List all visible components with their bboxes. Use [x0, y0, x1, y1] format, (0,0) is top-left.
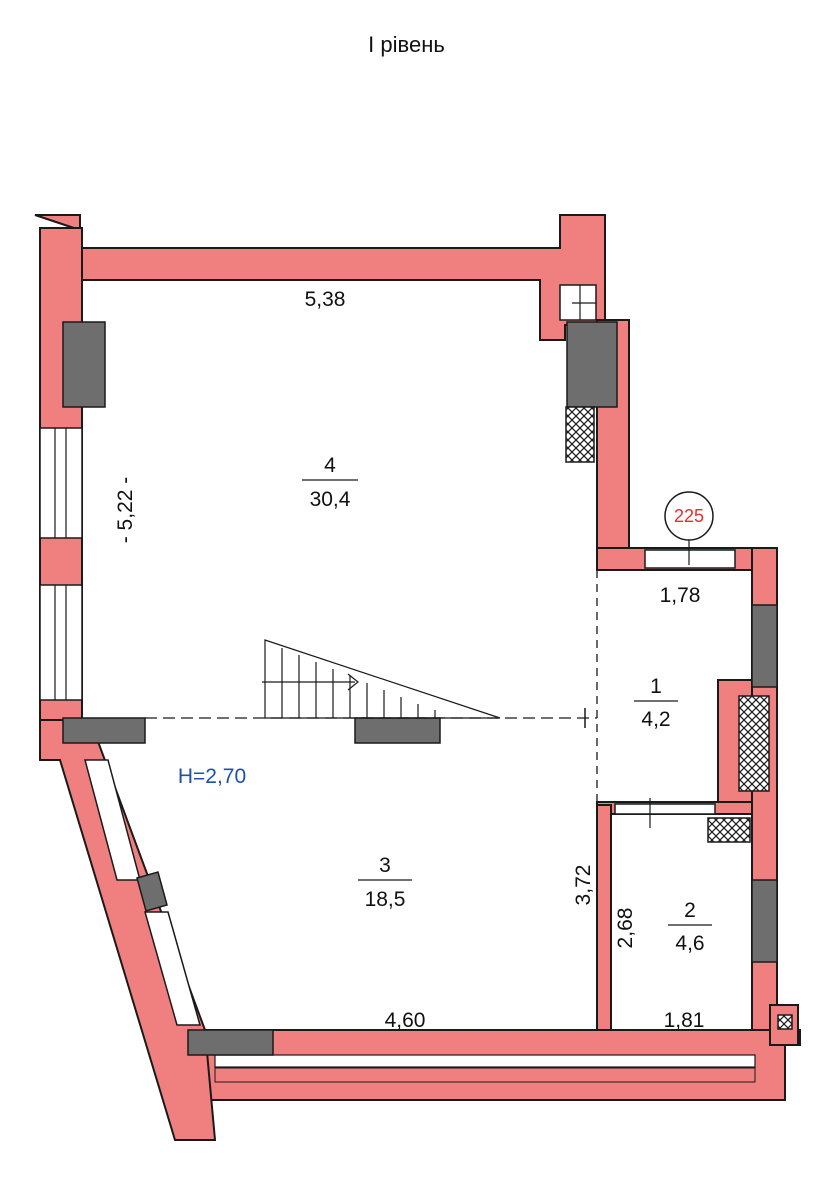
room-2-label: 2 4,6 [668, 899, 712, 955]
room-4-number: 4 [324, 454, 336, 477]
window-hall [644, 549, 736, 569]
room-3-area: 18,5 [365, 888, 406, 911]
room-2-area: 4,6 [675, 932, 704, 955]
room-divisions [145, 570, 598, 805]
column-right-room2 [751, 879, 778, 963]
bottom-wall-inner-strip-2 [214, 1067, 756, 1083]
column-sloped [136, 871, 168, 912]
dim-bottom-room2: 1,81 [664, 1009, 705, 1032]
apartment-number: 225 [674, 506, 704, 526]
column-top-right [566, 321, 618, 408]
bottom-wall-inner-strip [214, 1054, 756, 1068]
room-1-area: 4,2 [641, 708, 670, 731]
dim-bottom-room3: 4,60 [385, 1009, 426, 1032]
dim-top-width: 5,38 [305, 288, 346, 311]
windows [39, 284, 736, 1026]
apartment-number-marker: 225 [664, 491, 714, 565]
room-4-label: 4 30,4 [302, 454, 358, 511]
room2-left-wall [596, 804, 612, 1036]
ceiling-height: H=2,70 [178, 765, 246, 788]
shaft-room2 [707, 817, 751, 843]
column-left-top [62, 321, 106, 408]
room-1-label: 1 4,2 [634, 675, 678, 731]
column-bottom-left [187, 1029, 274, 1056]
window-left-1 [39, 427, 83, 539]
top-wall [34, 214, 606, 341]
room-4-area: 30,4 [310, 488, 351, 511]
dim-hall-width: 1,78 [660, 584, 701, 607]
column-center [354, 717, 441, 744]
room-3-number: 3 [379, 854, 391, 877]
room-3-label: 3 18,5 [358, 854, 412, 911]
window-left-2 [39, 584, 83, 701]
window-room2-top [614, 803, 716, 815]
walls [34, 214, 801, 1141]
window-sloped-2 [144, 911, 201, 1026]
dim-left-height: - 5,22 - [114, 477, 137, 544]
dim-room3-height: 3,72 [572, 865, 595, 906]
columns [62, 321, 778, 1056]
shafts [565, 406, 793, 1030]
shaft-small [777, 1014, 793, 1030]
room-2-number: 2 [684, 899, 696, 922]
column-right-hall [751, 604, 778, 688]
dim-room2-height: 2,68 [614, 908, 637, 949]
column-left-mid [62, 717, 146, 744]
room-1-number: 1 [650, 675, 662, 698]
shaft-hall [738, 695, 770, 792]
staircase [262, 639, 501, 719]
level-title: І рівень [368, 32, 445, 57]
shaft-top [565, 406, 595, 463]
